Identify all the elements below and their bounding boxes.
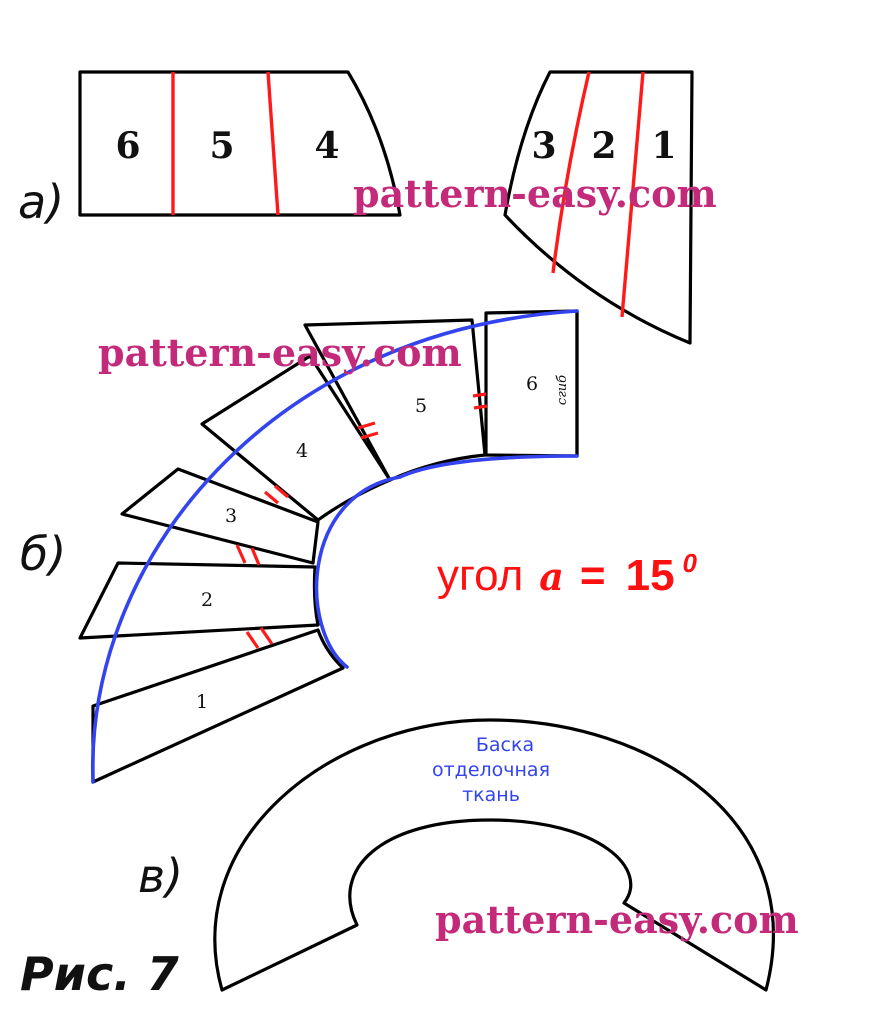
- watermark-1: pattern-easy.com: [353, 171, 717, 216]
- figure-label: Рис. 7: [20, 947, 179, 1001]
- spread-segment-2: [78, 561, 320, 640]
- piece-number-5: 5: [209, 125, 234, 167]
- cut-line-3-2: [551, 71, 591, 274]
- peplum-caption-line-2: отделочная: [432, 759, 550, 781]
- right-pattern-piece: [503, 70, 694, 345]
- fold-label: сгиб: [555, 375, 570, 405]
- piece-number-4: 4: [314, 125, 339, 167]
- peplum-caption-line-1: Баска: [476, 734, 534, 756]
- match-marks-1-2: [245, 627, 274, 649]
- piece-number-3: 3: [531, 125, 556, 167]
- segment-number-5: 5: [415, 395, 427, 417]
- segment-number-6: 6: [526, 373, 538, 395]
- peplum-caption-line-3: ткань: [462, 784, 520, 806]
- peplum-piece: [213, 718, 775, 992]
- angle-equals: =: [580, 551, 606, 600]
- segment-number-2: 2: [201, 589, 213, 611]
- angle-annotation: угол а = 15 0: [437, 548, 698, 600]
- left-pattern-piece: [78, 70, 402, 217]
- angle-word: угол: [437, 551, 523, 600]
- angle-value: 15: [626, 551, 675, 600]
- outer-blue-arc: [91, 309, 579, 784]
- piece-number-2: 2: [591, 125, 616, 167]
- inner-blue-arc: [314, 454, 579, 669]
- segment-number-1: 1: [196, 691, 208, 713]
- watermark-2: pattern-easy.com: [98, 330, 462, 375]
- match-marks-4-5: [357, 421, 379, 440]
- piece-number-6: 6: [115, 125, 140, 167]
- section-b-label: б): [20, 527, 66, 581]
- section-v-label: в): [138, 849, 183, 903]
- match-marks-3-4: [263, 484, 290, 505]
- watermark-3: pattern-easy.com: [435, 897, 799, 942]
- section-a-label: а): [18, 175, 64, 229]
- segment-number-3: 3: [225, 505, 237, 527]
- match-marks-2-3: [235, 544, 261, 566]
- section-a: 6 5 4 3 2 1 а): [18, 70, 694, 345]
- piece-number-1: 1: [651, 125, 676, 167]
- spread-segment-3: [120, 467, 320, 565]
- angle-symbol: а: [539, 554, 564, 599]
- spread-segment-1: [91, 628, 345, 784]
- section-b: 1 2 3 4 5 6 сгиб б) угол а = 15 0: [20, 309, 698, 784]
- segment-number-4: 4: [296, 440, 308, 462]
- angle-unit: 0: [683, 548, 698, 578]
- match-marks-5-6: [472, 392, 488, 410]
- cut-line-5-4: [266, 71, 280, 216]
- cut-line-2-1: [620, 71, 645, 318]
- section-v: Баска отделочная ткань в): [138, 718, 775, 992]
